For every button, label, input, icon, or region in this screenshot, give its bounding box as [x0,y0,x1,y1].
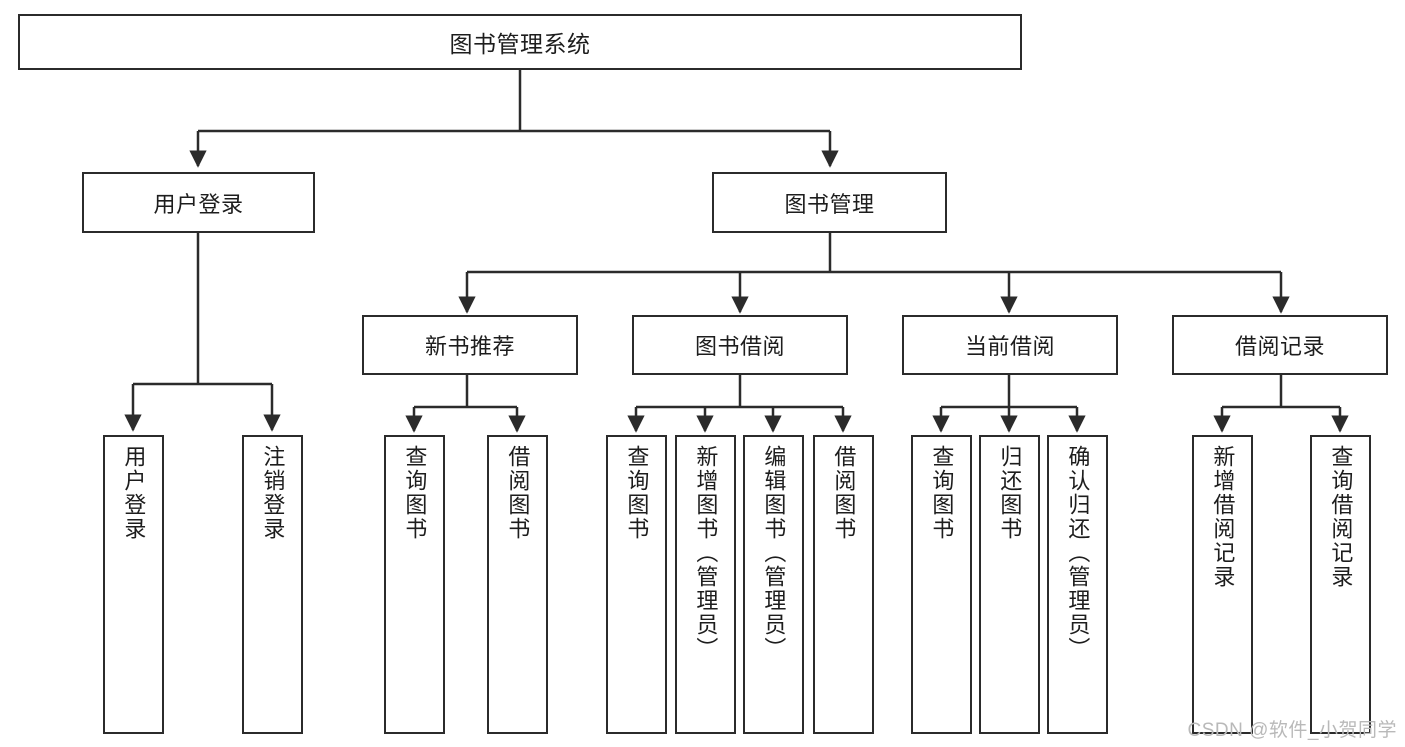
node-current-borrow-label: 当前借阅 [964,334,1055,359]
leaf-current-borrow-confirm-return-label: 确认归还（管理员） [1065,445,1091,661]
node-new-book-recommendation[interactable]: 新书推荐 [362,315,578,375]
leaf-user-login-login-label: 用户登录 [121,445,147,541]
node-book-management-label: 图书管理 [784,191,875,217]
node-borrow-record-label: 借阅记录 [1234,334,1325,359]
leaf-book-borrow-edit[interactable]: 编辑图书（管理员） [743,435,804,734]
node-book-borrow[interactable]: 图书借阅 [632,315,848,375]
node-new-book-recommendation-label: 新书推荐 [424,334,515,359]
watermark: CSDN @软件_小贺同学 [1187,720,1397,741]
node-current-borrow[interactable]: 当前借阅 [902,315,1118,375]
leaf-borrow-record-add[interactable]: 新增借阅记录 [1192,435,1253,734]
node-root[interactable]: 图书管理系统 [18,14,1022,70]
node-user-login-label: 用户登录 [153,191,244,217]
leaf-new-book-borrow-label: 借阅图书 [505,445,531,541]
node-book-management[interactable]: 图书管理 [712,172,947,233]
leaf-new-book-borrow[interactable]: 借阅图书 [487,435,548,734]
node-user-login[interactable]: 用户登录 [82,172,315,233]
node-borrow-record[interactable]: 借阅记录 [1172,315,1388,375]
leaf-new-book-query-label: 查询图书 [402,445,428,541]
leaf-current-borrow-query-label: 查询图书 [929,445,955,541]
leaf-book-borrow-borrow[interactable]: 借阅图书 [813,435,874,734]
leaf-borrow-record-query-label: 查询借阅记录 [1328,445,1354,589]
leaf-user-login-logout[interactable]: 注销登录 [242,435,303,734]
leaf-current-borrow-return-label: 归还图书 [997,445,1023,541]
leaf-borrow-record-query[interactable]: 查询借阅记录 [1310,435,1371,734]
leaf-current-borrow-return[interactable]: 归还图书 [979,435,1040,734]
leaf-borrow-record-add-label: 新增借阅记录 [1210,445,1236,589]
leaf-book-borrow-query-label: 查询图书 [624,445,650,541]
leaf-current-borrow-query[interactable]: 查询图书 [911,435,972,734]
leaf-book-borrow-edit-label: 编辑图书（管理员） [761,445,787,661]
leaf-book-borrow-add[interactable]: 新增图书（管理员） [675,435,736,734]
leaf-book-borrow-borrow-label: 借阅图书 [831,445,857,541]
leaf-current-borrow-confirm-return[interactable]: 确认归还（管理员） [1047,435,1108,734]
leaf-book-borrow-query[interactable]: 查询图书 [606,435,667,734]
node-root-label: 图书管理系统 [449,31,591,57]
leaf-user-login-login[interactable]: 用户登录 [103,435,164,734]
leaf-book-borrow-add-label: 新增图书（管理员） [693,445,719,661]
leaf-new-book-query[interactable]: 查询图书 [384,435,445,734]
leaf-user-login-logout-label: 注销登录 [260,445,286,541]
node-book-borrow-label: 图书借阅 [694,334,785,359]
